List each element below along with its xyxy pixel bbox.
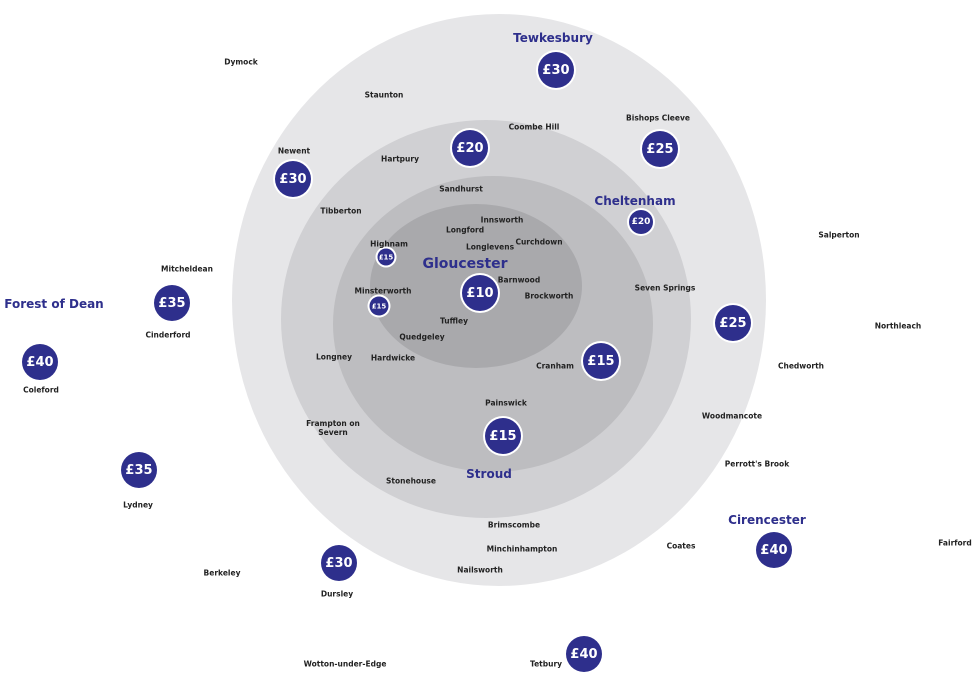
price-badge-east: £25 bbox=[715, 305, 751, 341]
place-nailsworth: Nailsworth bbox=[457, 565, 503, 575]
place-frampton-on-severn: Frampton on Severn bbox=[306, 419, 360, 437]
place-wotton-under-edge: Wotton-under-Edge bbox=[303, 659, 387, 669]
place-sandhurst: Sandhurst bbox=[439, 184, 483, 194]
price-badge-lydney: £35 bbox=[121, 452, 157, 488]
place-stonehouse: Stonehouse bbox=[386, 476, 436, 486]
place-painswick: Painswick bbox=[485, 398, 527, 408]
place-curchdown: Curchdown bbox=[515, 237, 563, 247]
price-badge-bishops-cleeve: £25 bbox=[642, 131, 678, 167]
town-stroud: Stroud bbox=[466, 467, 512, 481]
place-chedworth: Chedworth bbox=[777, 361, 825, 371]
place-dursley: Dursley bbox=[320, 589, 354, 599]
place-seven-springs: Seven Springs bbox=[634, 283, 696, 293]
place-fairford: Fairford bbox=[938, 538, 972, 548]
town-gloucester: Gloucester bbox=[422, 256, 508, 272]
place-tetbury: Tetbury bbox=[529, 659, 563, 669]
price-badge-gloucester: £10 bbox=[462, 275, 498, 311]
place-salperton: Salperton bbox=[818, 230, 860, 240]
place-northleach: Northleach bbox=[874, 321, 922, 331]
price-badge-highnam: £15 bbox=[377, 248, 395, 266]
town-forest-of-dean: Forest of Dean bbox=[4, 297, 104, 311]
place-coombe-hill: Coombe Hill bbox=[508, 122, 560, 132]
price-badge-newent: £30 bbox=[275, 161, 311, 197]
town-tewkesbury: Tewkesbury bbox=[513, 31, 593, 45]
place-bishops-cleeve: Bishops Cleeve bbox=[626, 113, 690, 123]
price-badge-dursley: £30 bbox=[321, 545, 357, 581]
place-woodmancote: Woodmancote bbox=[701, 411, 763, 421]
place-mitcheldean: Mitcheldean bbox=[161, 264, 213, 274]
place-tibberton: Tibberton bbox=[320, 206, 362, 216]
town-cheltenham: Cheltenham bbox=[594, 194, 676, 208]
place-highnam: Highnam bbox=[370, 239, 408, 249]
price-badge-cranham: £15 bbox=[583, 343, 619, 379]
place-tuffley: Tuffley bbox=[440, 316, 468, 326]
place-innsworth: Innsworth bbox=[480, 215, 524, 225]
place-longlevens: Longlevens bbox=[465, 242, 515, 252]
place-quedgeley: Quedgeley bbox=[399, 332, 445, 342]
place-longford: Longford bbox=[445, 225, 485, 235]
place-brimscombe: Brimscombe bbox=[487, 520, 541, 530]
price-badge-cirencester: £40 bbox=[756, 532, 792, 568]
place-berkeley: Berkeley bbox=[203, 568, 241, 578]
price-badge-minsterworth: £15 bbox=[369, 296, 389, 316]
place-cinderford: Cinderford bbox=[145, 330, 191, 340]
place-minsterworth: Minsterworth bbox=[354, 286, 412, 296]
place-lydney: Lydney bbox=[123, 500, 153, 510]
price-badge-tetbury: £40 bbox=[566, 636, 602, 672]
place-minchinhampton: Minchinhampton bbox=[486, 544, 558, 554]
place-dymock: Dymock bbox=[224, 57, 258, 67]
place-coates: Coates bbox=[666, 541, 696, 551]
place-cranham: Cranham bbox=[536, 361, 574, 371]
price-badge-coleford: £40 bbox=[22, 344, 58, 380]
place-longney: Longney bbox=[316, 352, 352, 362]
place-hardwicke: Hardwicke bbox=[370, 353, 416, 363]
place-perrotts-brook: Perrott's Brook bbox=[724, 459, 790, 469]
price-badge-cinderford: £35 bbox=[154, 285, 190, 321]
place-barnwood: Barnwood bbox=[497, 275, 541, 285]
price-badge-cheltenham: £20 bbox=[629, 210, 653, 234]
place-coleford: Coleford bbox=[23, 385, 59, 395]
price-badge-stroud: £15 bbox=[485, 418, 521, 454]
town-cirencester: Cirencester bbox=[728, 513, 806, 527]
place-newent: Newent bbox=[277, 146, 311, 156]
place-hartpury: Hartpury bbox=[381, 154, 419, 164]
price-badge-tewkesbury: £30 bbox=[538, 52, 574, 88]
price-badge-coombe-hill: £20 bbox=[452, 130, 488, 166]
place-brockworth: Brockworth bbox=[524, 291, 574, 301]
place-staunton: Staunton bbox=[364, 90, 404, 100]
